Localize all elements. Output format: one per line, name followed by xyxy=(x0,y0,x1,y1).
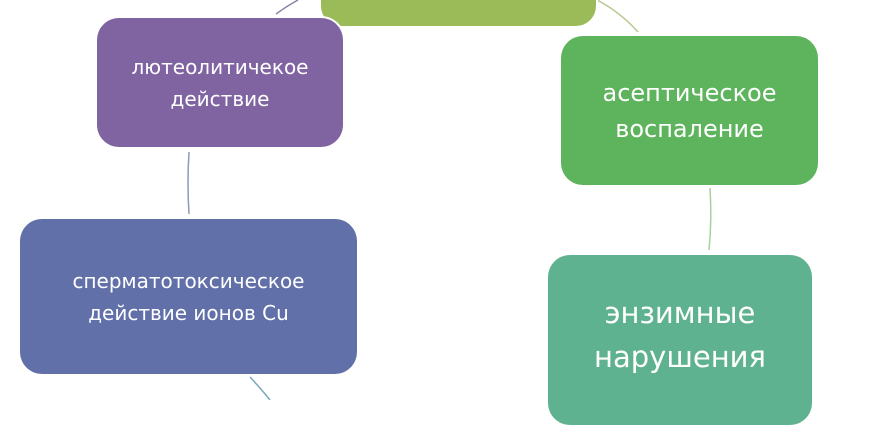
node-spermatotoxic-action: сперматотоксическое действие ионов Cu xyxy=(20,219,357,374)
node-label: сперматотоксическое действие ионов Cu xyxy=(72,268,305,325)
connectors xyxy=(187,0,712,400)
node-label: асептическое воспаление xyxy=(602,78,777,143)
node-aseptic-inflammation: асептическое воспаление xyxy=(561,36,818,185)
connector-left xyxy=(187,151,190,215)
node-luteolytic-action: лютеолитичекое действие xyxy=(97,18,343,147)
node-enzyme-disorders: энзимные нарушения xyxy=(548,255,812,425)
node-label: лютеолитичекое действие xyxy=(131,54,309,111)
connector-top-left xyxy=(275,0,299,15)
connector-bottom-left xyxy=(249,376,271,400)
node-top xyxy=(321,0,596,26)
connector-top-right xyxy=(596,0,639,33)
node-label: энзимные нарушения xyxy=(594,296,766,374)
connector-right xyxy=(708,187,712,251)
